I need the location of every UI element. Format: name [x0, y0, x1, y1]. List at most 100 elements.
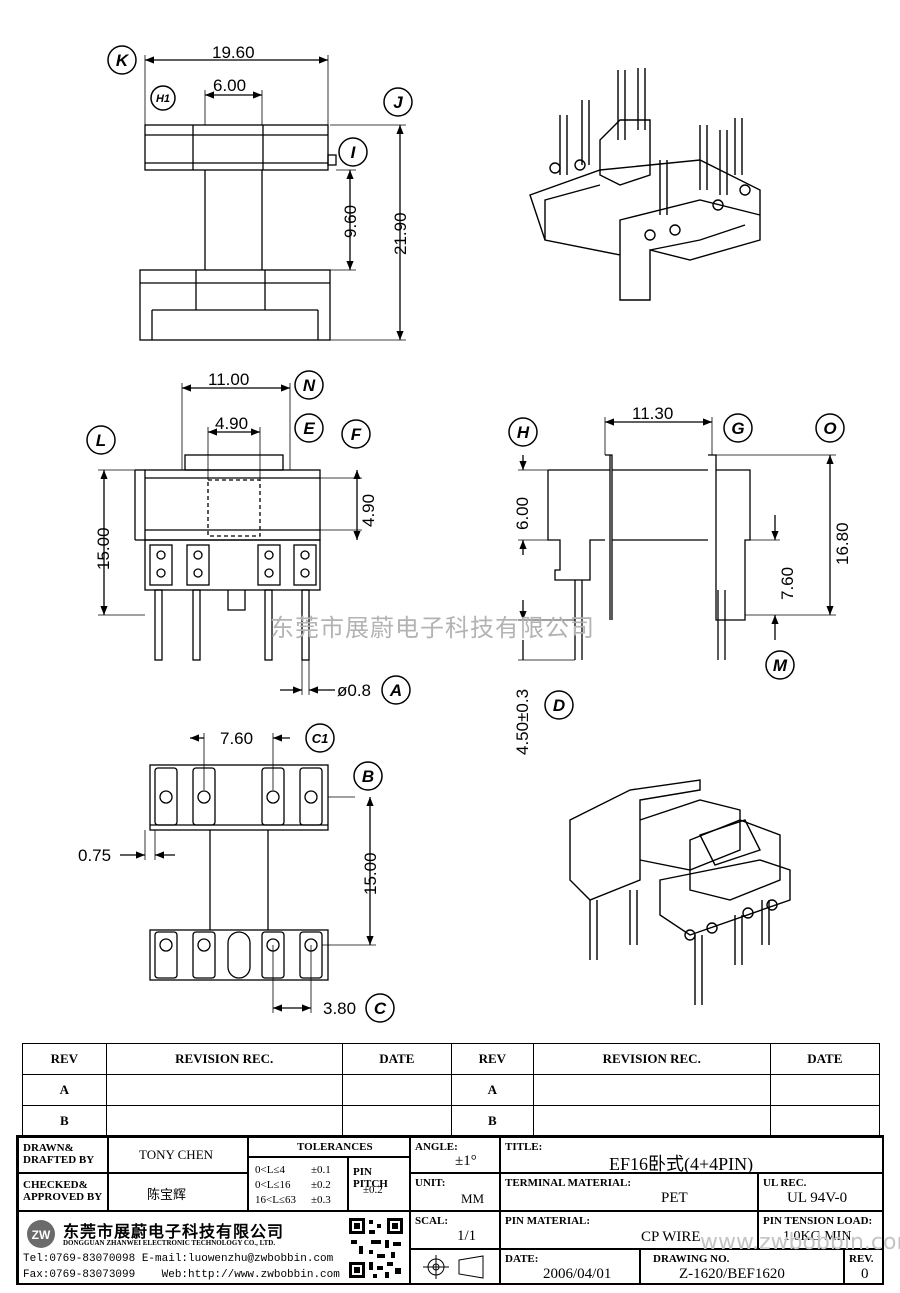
angle-cell: ANGLE: ±1°	[410, 1137, 500, 1173]
company-name-en: DONGGUAN ZHANWEI ELECTRONIC TECHNOLOGY C…	[63, 1239, 276, 1247]
callout-g: G	[731, 419, 744, 438]
revision-cell	[532, 1105, 771, 1137]
scale-value: 1/1	[457, 1228, 477, 1244]
top-view	[139, 55, 406, 341]
revision-cell	[105, 1105, 343, 1137]
date-header: DATE	[769, 1043, 881, 1075]
date-value: 2006/04/01	[543, 1266, 612, 1282]
rev-label: REV.	[849, 1253, 874, 1265]
ul-rec-value: UL 94V-0	[787, 1190, 848, 1206]
checked-label-cell: CHECKED& APPROVED BY	[18, 1173, 108, 1211]
revision-table: REV REVISION REC. DATE REV REVISION REC.…	[22, 1043, 881, 1137]
pin-tension-label: PIN TENSION LOAD:	[763, 1215, 873, 1227]
tolerances-cell: TOLERANCES	[248, 1137, 410, 1157]
date-label: DATE:	[505, 1253, 539, 1265]
watermark-url: www.zwbobbin.com	[700, 1230, 900, 1255]
technical-drawing: 19.60 6.00 9.60 21.90 11.00 4.90 4.90 15…	[78, 43, 852, 1023]
title-cell: TITLE: EF16卧式(4+4PIN)	[500, 1137, 884, 1174]
rev-value: 0	[861, 1266, 869, 1282]
dim-16-80: 16.80	[833, 522, 852, 565]
rev-cell: A	[22, 1074, 107, 1106]
isometric-view-bottom	[569, 779, 791, 1005]
drawn-value-cell: TONY CHEN	[108, 1137, 248, 1173]
title-value: EF16卧式(4+4PIN)	[609, 1154, 754, 1174]
company-name-cn: 东莞市展蔚电子科技有限公司	[63, 1222, 285, 1241]
date-cell: DATE: 2006/04/01	[500, 1249, 640, 1285]
projection-symbol-cell	[410, 1249, 500, 1285]
angle-label: ANGLE:	[415, 1141, 458, 1153]
callout-h: H	[517, 423, 530, 442]
company-tel: Tel:0769-83070098 E-mail:luowenzhu@zwbob…	[23, 1253, 334, 1265]
date-cell	[341, 1105, 452, 1137]
unit-label: UNIT:	[415, 1177, 446, 1189]
tolerances-label: TOLERANCES	[297, 1141, 373, 1153]
projection-symbol-icon	[423, 1255, 484, 1279]
dim-0-8: ø0.8	[337, 681, 371, 700]
drawn-label: DRAWN& DRAFTED BY	[23, 1142, 95, 1166]
rev-cell: REV. 0	[844, 1249, 884, 1285]
revision-cell	[532, 1074, 771, 1106]
revision-cell	[105, 1074, 343, 1106]
date-header: DATE	[341, 1043, 452, 1075]
pin-material-value: CP WIRE	[641, 1229, 701, 1245]
tolerance-ranges-cell: 0<L≤4 ±0.1 0<L≤16 ±0.2 16<L≤63 ±0.3	[248, 1157, 348, 1211]
dim-3-80: 3.80	[323, 999, 356, 1018]
revision-rec-header: REVISION REC.	[532, 1043, 771, 1075]
drawn-value: TONY CHEN	[139, 1147, 214, 1162]
revision-header-row: REV REVISION REC. DATE REV REVISION REC.…	[22, 1043, 881, 1075]
dim-4-50: 4.50±0.3	[513, 689, 532, 755]
date-cell	[341, 1074, 452, 1106]
side-view	[518, 417, 836, 661]
dim-11-00: 11.00	[208, 370, 249, 389]
dim-6-00-top: 6.00	[213, 76, 246, 95]
callout-j: J	[393, 93, 403, 112]
pin-tension-value: 1.0KG MIN	[783, 1229, 852, 1244]
angle-value: ±1°	[455, 1153, 477, 1169]
callout-d: D	[553, 696, 565, 715]
pin-pitch-value: ±0.2	[363, 1184, 383, 1196]
title-block: DRAWN& DRAFTED BY TONY CHEN CHECKED& APP…	[16, 1135, 884, 1285]
callout-e: E	[303, 419, 315, 438]
watermark: 东莞市展蔚电子科技有限公司	[270, 614, 595, 642]
pin-pitch-label: PIN PITCH	[353, 1166, 388, 1190]
bottom-view	[120, 733, 376, 1013]
front-view	[98, 383, 362, 695]
ul-rec-cell: UL REC. UL 94V-0	[758, 1173, 884, 1211]
scale-cell: SCAL: 1/1	[410, 1211, 500, 1249]
title-label: TITLE:	[505, 1141, 543, 1153]
scale-label: SCAL:	[415, 1215, 449, 1227]
isometric-view-top	[529, 68, 761, 301]
callout-m: M	[773, 656, 788, 675]
terminal-material-label: TERMINAL MATERIAL:	[505, 1177, 632, 1189]
callout-circles	[86, 45, 845, 1023]
pin-pitch-cell: PIN PITCH ±0.2	[348, 1157, 410, 1211]
callout-o: O	[823, 419, 836, 438]
rev-header: REV	[22, 1043, 107, 1075]
callout-f: F	[351, 425, 362, 444]
date-cell	[769, 1074, 881, 1106]
pin-tension-cell: PIN TENSION LOAD: 1.0KG MIN	[758, 1211, 884, 1249]
tol-3-range: 16<L≤63	[255, 1194, 296, 1206]
checked-label: CHECKED& APPROVED BY	[23, 1179, 103, 1203]
callout-c1: C1	[312, 731, 329, 746]
dim-19-60: 19.60	[212, 43, 255, 62]
checked-value: 陈宝辉	[147, 1187, 187, 1202]
date-cell	[769, 1105, 881, 1137]
drawn-label-cell: DRAWN& DRAFTED BY	[18, 1137, 108, 1173]
callout-n: N	[303, 376, 316, 395]
dim-7-60-side: 7.60	[778, 567, 797, 600]
dim-15-00-bottom: 15.00	[361, 852, 380, 895]
callout-l: L	[96, 431, 106, 450]
callout-i: I	[351, 143, 357, 162]
unit-value: MM	[461, 1191, 485, 1206]
rev-cell: A	[450, 1074, 534, 1106]
dim-6-00-side: 6.00	[513, 497, 532, 530]
company-fax: Fax:0769-83073099 Web:http://www.zwbobbi…	[23, 1269, 340, 1281]
checked-value-cell: 陈宝辉	[108, 1173, 248, 1211]
dim-0-75: 0.75	[78, 846, 111, 865]
rev-cell: B	[450, 1105, 534, 1137]
drawing-no-value: Z-1620/BEF1620	[679, 1266, 785, 1282]
terminal-material-cell: TERMINAL MATERIAL: PET	[500, 1173, 758, 1211]
rev-header: REV	[450, 1043, 534, 1075]
company-cell: ZW 东莞市展蔚电子科技有限公司 DONGGUAN ZHANWEI ELECTR…	[18, 1211, 410, 1285]
